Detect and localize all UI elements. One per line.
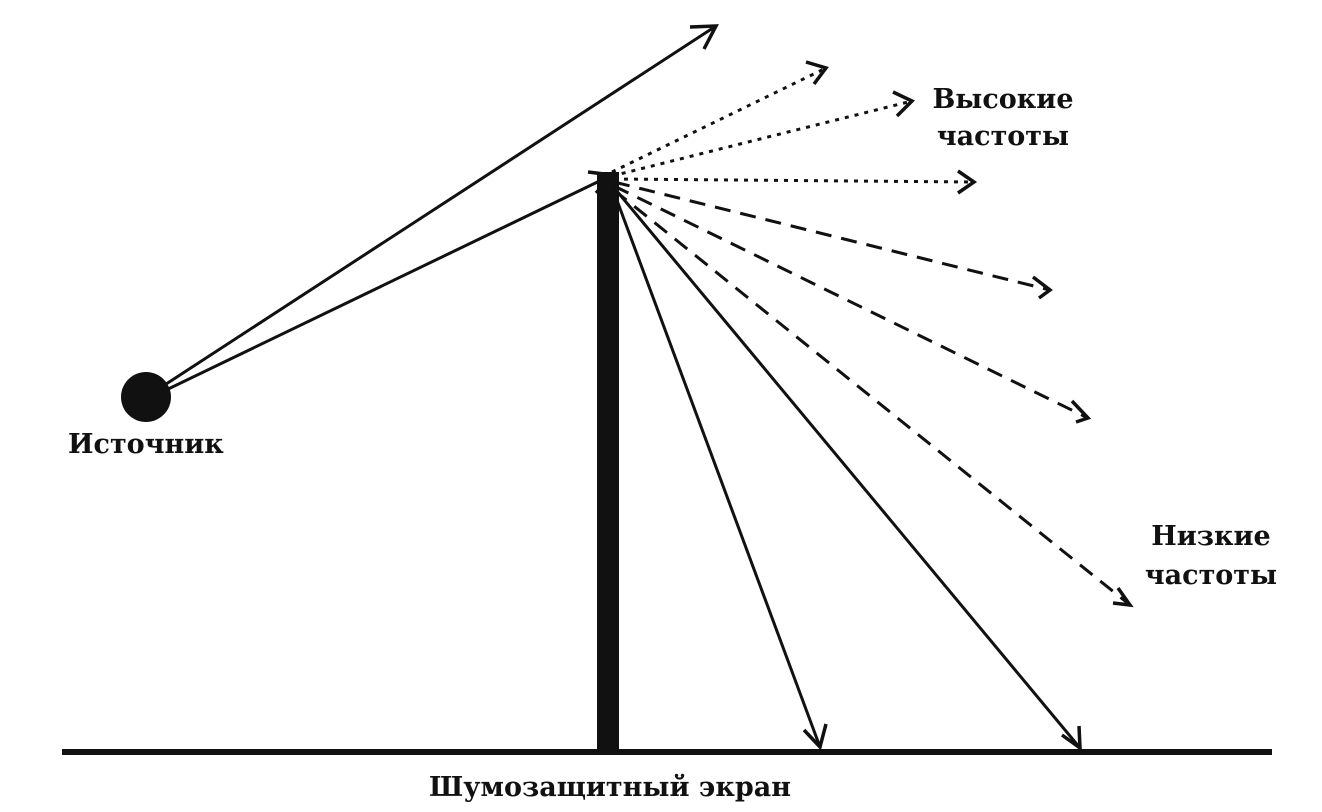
noise-barrier-wall bbox=[597, 172, 619, 754]
high-frequency-rays bbox=[611, 60, 978, 195]
low-frequency-label-line2: частоты bbox=[1145, 560, 1277, 591]
barrier-label: Шумозащитный экран bbox=[429, 772, 791, 803]
low-frequency-ray bbox=[613, 188, 1134, 608]
direct-ray bbox=[159, 24, 719, 390]
low-frequency-rays bbox=[613, 180, 1134, 608]
high-frequency-ray bbox=[613, 169, 978, 195]
high-frequency-label-line2: частоты bbox=[937, 121, 1069, 152]
high-frequency-ray bbox=[611, 60, 829, 174]
low-frequency-ray bbox=[613, 184, 1092, 424]
ray-to-barrier-top bbox=[161, 170, 616, 394]
source-label: Источник bbox=[68, 429, 224, 460]
ground-ray bbox=[614, 189, 1082, 752]
high-frequency-label-line1: Высокие bbox=[932, 84, 1073, 115]
low-frequency-label-line1: Низкие bbox=[1151, 521, 1270, 552]
high-frequency-ray bbox=[611, 90, 915, 178]
sound-source-dot bbox=[121, 372, 171, 422]
ground-ray bbox=[613, 194, 828, 751]
low-frequency-ray bbox=[613, 180, 1053, 300]
ground-rays bbox=[613, 189, 1082, 752]
